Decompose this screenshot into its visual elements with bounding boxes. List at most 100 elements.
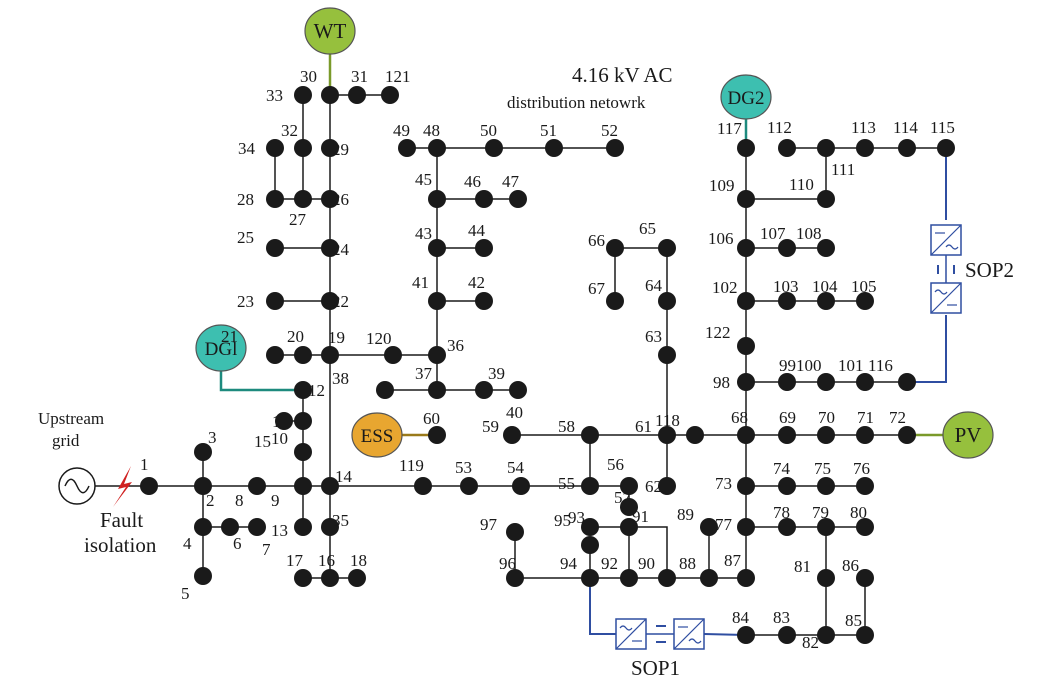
bus-37 bbox=[428, 381, 446, 399]
bus-label-51: 51 bbox=[540, 121, 557, 140]
wt-source-label: WT bbox=[314, 19, 347, 43]
sop1-converter-left-diag bbox=[615, 618, 647, 650]
sop1-converter-right-diag bbox=[673, 618, 705, 650]
dg2-source-shape bbox=[720, 74, 772, 120]
sop1-converter-left-ac bbox=[619, 625, 633, 631]
bus-label-29: 29 bbox=[332, 140, 349, 159]
bus-label-81: 81 bbox=[794, 557, 811, 576]
bus-20 bbox=[294, 346, 312, 364]
bus-77 bbox=[737, 518, 755, 536]
bus-label-4: 4 bbox=[183, 534, 192, 553]
upstream-grid-label-line2: grid bbox=[52, 431, 80, 450]
bus-label-9: 9 bbox=[271, 491, 280, 510]
bus-label-116: 116 bbox=[868, 356, 893, 375]
bus-label-40: 40 bbox=[506, 403, 523, 422]
bus-95 bbox=[581, 536, 599, 554]
bus-6 bbox=[221, 518, 239, 536]
bus-8 bbox=[248, 477, 266, 495]
bus-76 bbox=[856, 477, 874, 495]
bus-label-94: 94 bbox=[560, 554, 578, 573]
bus-label-92: 92 bbox=[601, 554, 618, 573]
bus-label-91: 91 bbox=[632, 507, 649, 526]
bus-label-90: 90 bbox=[638, 554, 655, 573]
bus-label-99: 99 bbox=[779, 356, 796, 375]
sop1-label: SOP1 bbox=[631, 656, 680, 680]
bus-label-120: 120 bbox=[366, 329, 392, 348]
bus-label-119: 119 bbox=[399, 456, 424, 475]
bus-104 bbox=[817, 292, 835, 310]
sop2-converter-bottom bbox=[930, 282, 962, 314]
bus-label-88: 88 bbox=[679, 554, 696, 573]
bus-label-27: 27 bbox=[289, 210, 307, 229]
bus-label-10: 10 bbox=[271, 429, 288, 448]
bus-label-115: 115 bbox=[930, 118, 955, 137]
bus-22 bbox=[321, 292, 339, 310]
bus-88 bbox=[700, 569, 718, 587]
bus-label-47: 47 bbox=[502, 172, 520, 191]
sop2-converter-bottom-ac bbox=[934, 289, 948, 295]
bus-98 bbox=[737, 373, 755, 391]
bus-label-121: 121 bbox=[385, 67, 411, 86]
bus-122 bbox=[737, 337, 755, 355]
bus-label-98: 98 bbox=[713, 373, 730, 392]
bus-110 bbox=[817, 190, 835, 208]
bus-111 bbox=[817, 139, 835, 157]
bus-66 bbox=[606, 239, 624, 257]
bus-label-1: 1 bbox=[140, 455, 149, 474]
bus-label-44: 44 bbox=[468, 221, 486, 240]
bus-41 bbox=[428, 292, 446, 310]
bus-label-101: 101 bbox=[838, 356, 864, 375]
bus-73 bbox=[737, 477, 755, 495]
bus-2 bbox=[194, 477, 212, 495]
bus-26 bbox=[321, 190, 339, 208]
sop2-converter-bottom-diag bbox=[930, 282, 962, 314]
bus-label-63: 63 bbox=[645, 327, 662, 346]
bus-82 bbox=[817, 626, 835, 644]
fault-isolation-label-line2: isolation bbox=[84, 533, 157, 557]
bus-108 bbox=[817, 239, 835, 257]
bus-label-80: 80 bbox=[850, 503, 867, 522]
dg1-source: DGl bbox=[195, 324, 247, 372]
bus-label-48: 48 bbox=[423, 121, 440, 140]
bus-label-72: 72 bbox=[889, 408, 906, 427]
wt-source-shape bbox=[304, 7, 356, 55]
bus-label-45: 45 bbox=[415, 170, 432, 189]
bus-label-2: 2 bbox=[206, 491, 215, 510]
bus-9 bbox=[294, 477, 312, 495]
ess-source: ESS bbox=[351, 412, 403, 458]
bus-40 bbox=[509, 381, 527, 399]
bus-39 bbox=[475, 381, 493, 399]
bus-label-113: 113 bbox=[851, 118, 876, 137]
bus-label-86: 86 bbox=[842, 556, 859, 575]
bus-label-3: 3 bbox=[208, 428, 217, 447]
bus-10 bbox=[294, 443, 312, 461]
bus-13 bbox=[294, 518, 312, 536]
bus-label-100: 100 bbox=[796, 356, 822, 375]
bus-label-56: 56 bbox=[607, 455, 624, 474]
bus-label-106: 106 bbox=[708, 229, 734, 248]
bus-label-42: 42 bbox=[468, 273, 485, 292]
bus-label-114: 114 bbox=[893, 118, 918, 137]
bus-18 bbox=[348, 569, 366, 587]
network-title-line2: distribution netowrk bbox=[507, 93, 646, 112]
bus-label-16: 16 bbox=[318, 551, 335, 570]
bus-label-64: 64 bbox=[645, 276, 663, 295]
dg2-source: DG2 bbox=[720, 74, 772, 120]
bus-label-54: 54 bbox=[507, 458, 525, 477]
bus-29 bbox=[321, 139, 339, 157]
bus-94 bbox=[581, 569, 599, 587]
bus-97 bbox=[506, 523, 524, 541]
bus-label-62: 62 bbox=[645, 477, 662, 496]
line-90-91 bbox=[629, 526, 668, 578]
bus-56 bbox=[620, 477, 638, 495]
bus-46 bbox=[475, 190, 493, 208]
bus-24 bbox=[321, 239, 339, 257]
bus-label-34: 34 bbox=[238, 139, 256, 158]
bus-label-21: 21 bbox=[221, 327, 238, 346]
bus-43 bbox=[428, 239, 446, 257]
sop1-converter-right bbox=[673, 618, 705, 650]
bus-label-104: 104 bbox=[812, 277, 838, 296]
dg1-source-label: DGl bbox=[205, 339, 238, 360]
